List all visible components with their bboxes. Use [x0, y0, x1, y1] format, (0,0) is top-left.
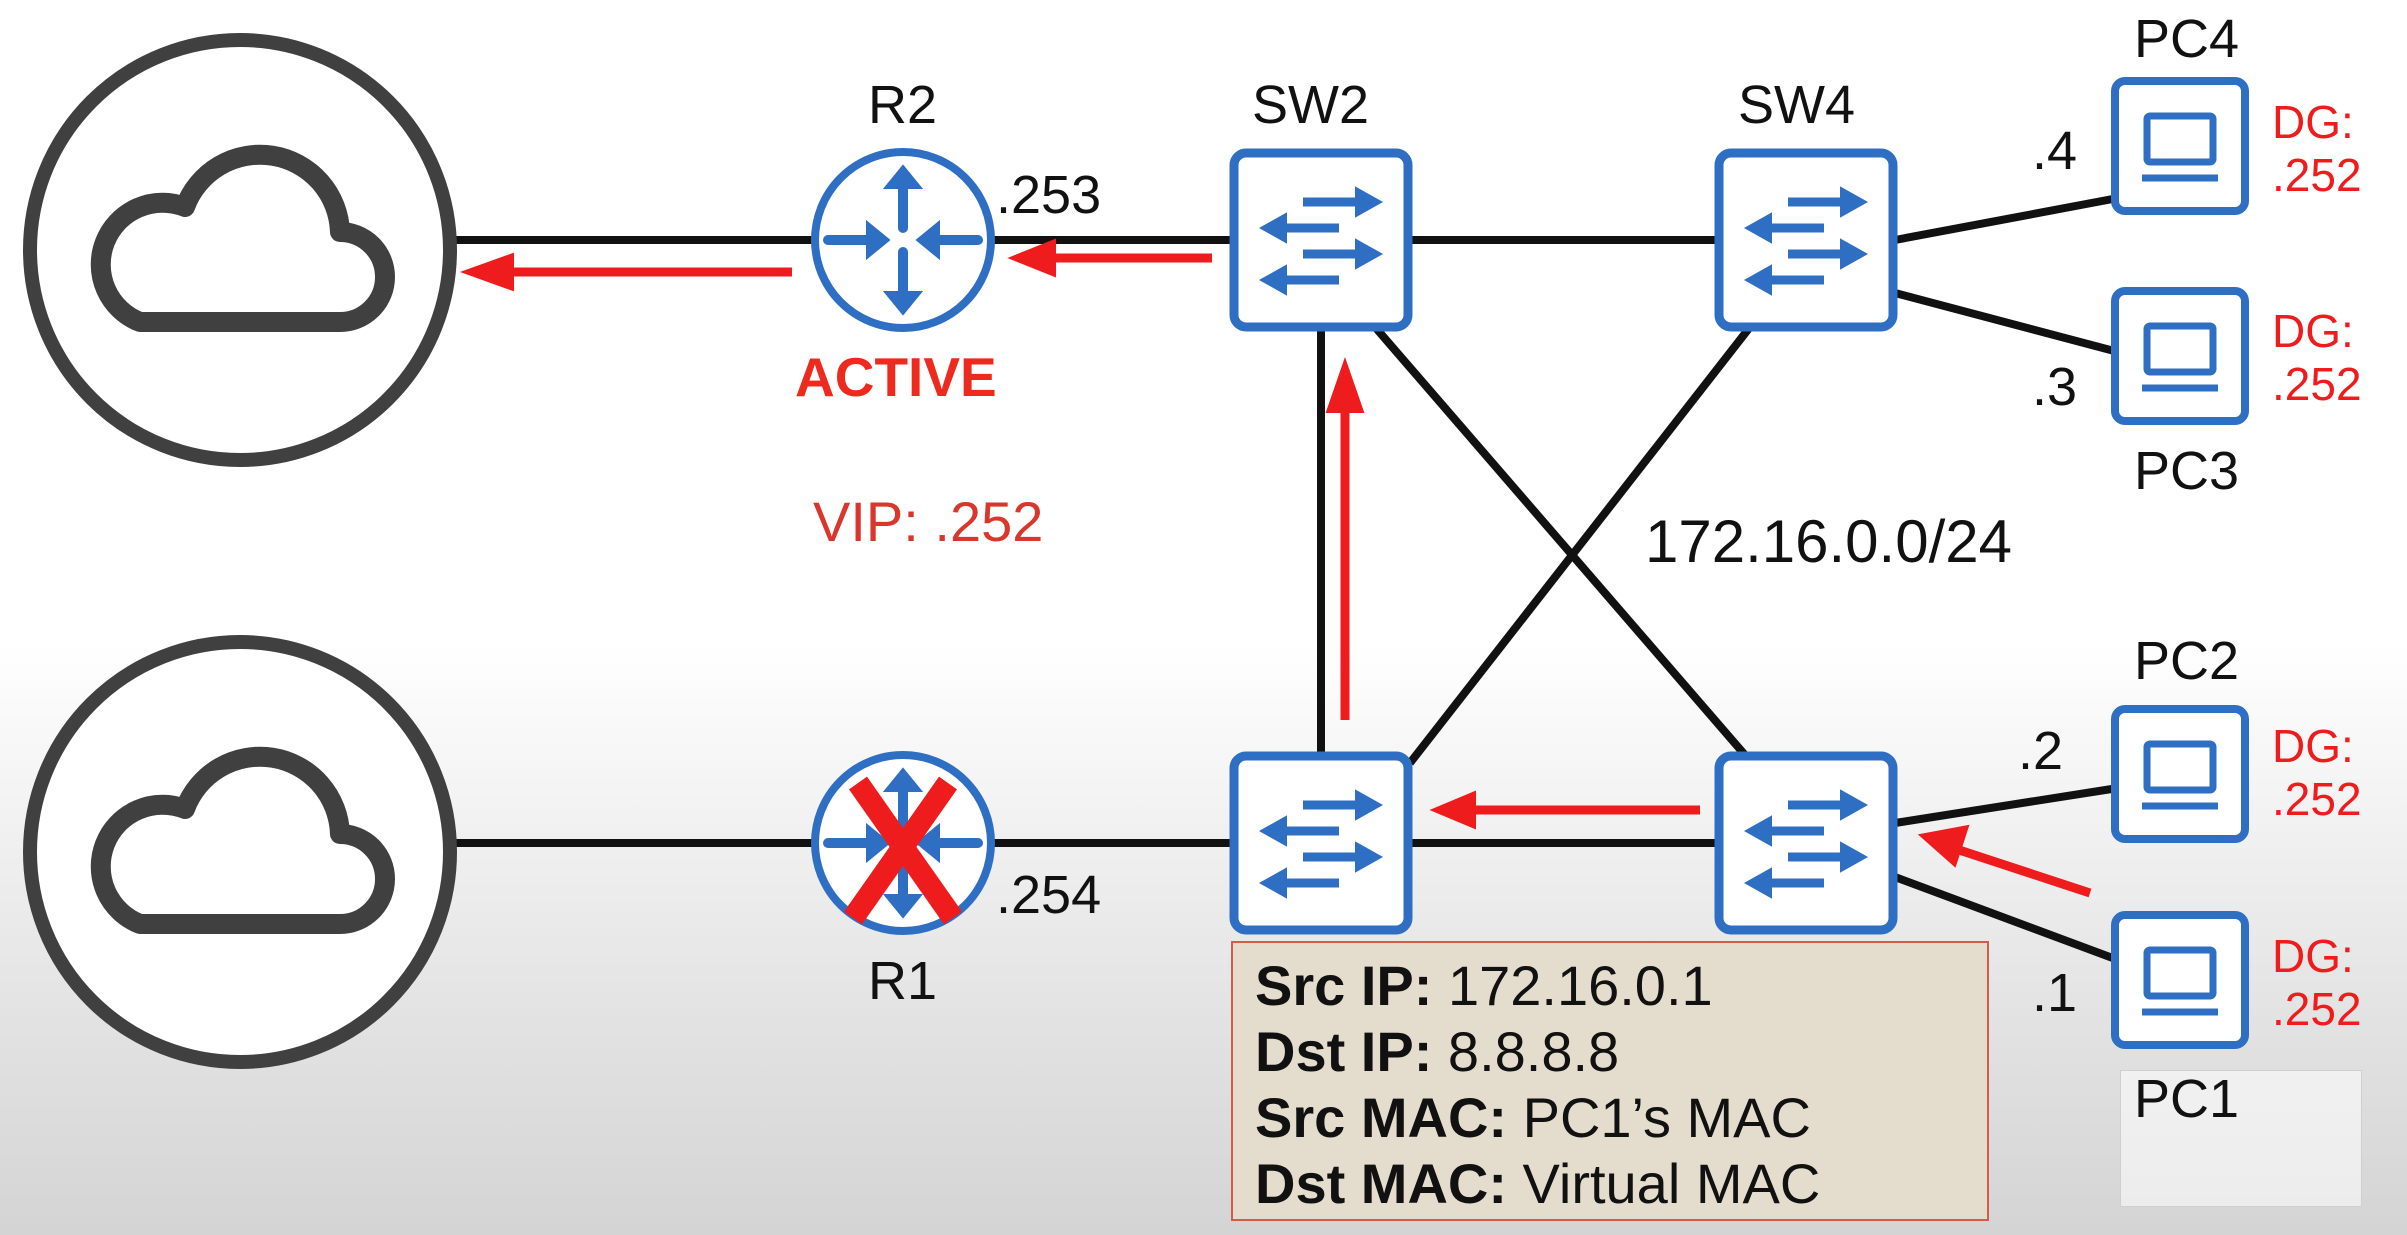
arrow-pc1-to-sw3 [1917, 824, 2092, 898]
switch-icon [1743, 186, 1869, 296]
pc2-name: PC2 [2134, 631, 2240, 691]
links [455, 194, 2120, 964]
src-ip-label: Src IP: [1255, 954, 1433, 1017]
pc-icon [2142, 946, 2218, 1016]
dst-ip-row: Dst IP: 8.8.8.8 [1255, 1019, 1987, 1085]
traffic-path [460, 238, 2092, 898]
arrow-sw2-to-r2 [1007, 238, 1212, 278]
router-r2-status-badge: ACTIVE [795, 346, 997, 408]
router-icon [823, 767, 983, 919]
pc-icon [2142, 740, 2218, 810]
cloud-icon [90, 746, 395, 934]
pc4-dg-label: DG: [2272, 96, 2354, 148]
router-r2-name: R2 [868, 75, 938, 135]
pc-icon [2142, 322, 2218, 392]
pc1-dg-value: .252 [2272, 982, 2362, 1035]
pc-pc3 [2111, 287, 2249, 425]
pc-pc4 [2111, 77, 2249, 215]
src-mac-label: Src MAC: [1255, 1086, 1508, 1149]
dst-ip-value: 8.8.8.8 [1447, 1020, 1620, 1083]
link-sw4-pc3 [1893, 289, 2120, 356]
cloud-icon [90, 144, 395, 332]
cloud-internet-top [23, 33, 457, 467]
pc1-ip-suffix: .1 [2032, 963, 2078, 1023]
src-ip-row: Src IP: 172.16.0.1 [1255, 953, 1987, 1019]
pc4-dg-value: .252 [2272, 148, 2362, 201]
router-r2 [811, 148, 995, 332]
switch-icon [1258, 789, 1384, 899]
pc2-dg-value: .252 [2272, 772, 2362, 825]
arrow-sw1-to-sw2 [1325, 356, 1365, 720]
pc3-ip-suffix: .3 [2032, 357, 2078, 417]
dst-mac-row: Dst MAC: Virtual MAC [1255, 1151, 1987, 1217]
pc2-ip-suffix: .2 [2018, 721, 2064, 781]
switch-sw4-name: SW4 [1738, 75, 1856, 135]
src-ip-value: 172.16.0.1 [1447, 954, 1713, 1017]
arrow-sw3-to-sw1 [1429, 790, 1700, 830]
link-sw2-sw3 [1371, 324, 1749, 758]
src-mac-value: PC1’s MAC [1522, 1086, 1811, 1149]
pc2-dg-label: DG: [2272, 720, 2354, 772]
switch-sw1 [1229, 751, 1413, 935]
pc1-name: PC1 [2134, 1069, 2240, 1129]
pc3-dg-value: .252 [2272, 357, 2362, 410]
dst-ip-label: Dst IP: [1255, 1020, 1433, 1083]
link-sw3-pc2 [1894, 784, 2119, 827]
pc-pc2 [2111, 705, 2249, 843]
switch-sw4 [1714, 148, 1898, 332]
router-r1 [811, 751, 995, 935]
arrow-r2-to-internet [460, 252, 792, 292]
pc1-dg-label: DG: [2272, 930, 2354, 982]
switch-sw2 [1229, 148, 1413, 332]
src-mac-row: Src MAC: PC1’s MAC [1255, 1085, 1987, 1151]
faded-overlay [2120, 1070, 2362, 1207]
pc3-name: PC3 [2134, 441, 2240, 501]
cloud-internet-bottom [23, 635, 457, 1069]
dst-mac-label: Dst MAC: [1255, 1152, 1507, 1215]
pc3-dg-label: DG: [2272, 305, 2354, 357]
red-x-icon [844, 776, 962, 925]
link-sw1-sw4 [1406, 324, 1754, 766]
switch-sw3 [1714, 751, 1898, 935]
pc-pc1 [2111, 911, 2249, 1049]
packet-header-box: Src IP: 172.16.0.1 Dst IP: 8.8.8.8 Src M… [1231, 941, 1989, 1221]
router-r1-name: R1 [868, 951, 938, 1011]
pc4-name: PC4 [2134, 9, 2240, 69]
pc4-ip-suffix: .4 [2032, 121, 2078, 181]
pc-icon [2142, 112, 2218, 182]
link-sw4-pc4 [1894, 194, 2119, 244]
router-r2-ip-suffix: .253 [996, 165, 1102, 225]
dst-mac-value: Virtual MAC [1522, 1152, 1821, 1215]
virtual-ip-label: VIP: .252 [813, 490, 1044, 553]
link-sw3-pc1 [1893, 873, 2120, 964]
pc2-default-gateway: DG: .252 [2272, 720, 2362, 826]
pc3-default-gateway: DG: .252 [2272, 305, 2362, 411]
router-icon [823, 164, 983, 316]
pc4-default-gateway: DG: .252 [2272, 96, 2362, 202]
subnet-label: 172.16.0.0/24 [1645, 508, 2013, 575]
switch-sw2-name: SW2 [1252, 75, 1370, 135]
switch-icon [1743, 789, 1869, 899]
pc1-default-gateway: DG: .252 [2272, 930, 2362, 1036]
router-r1-ip-suffix: .254 [996, 865, 1102, 925]
switch-icon [1258, 186, 1384, 296]
